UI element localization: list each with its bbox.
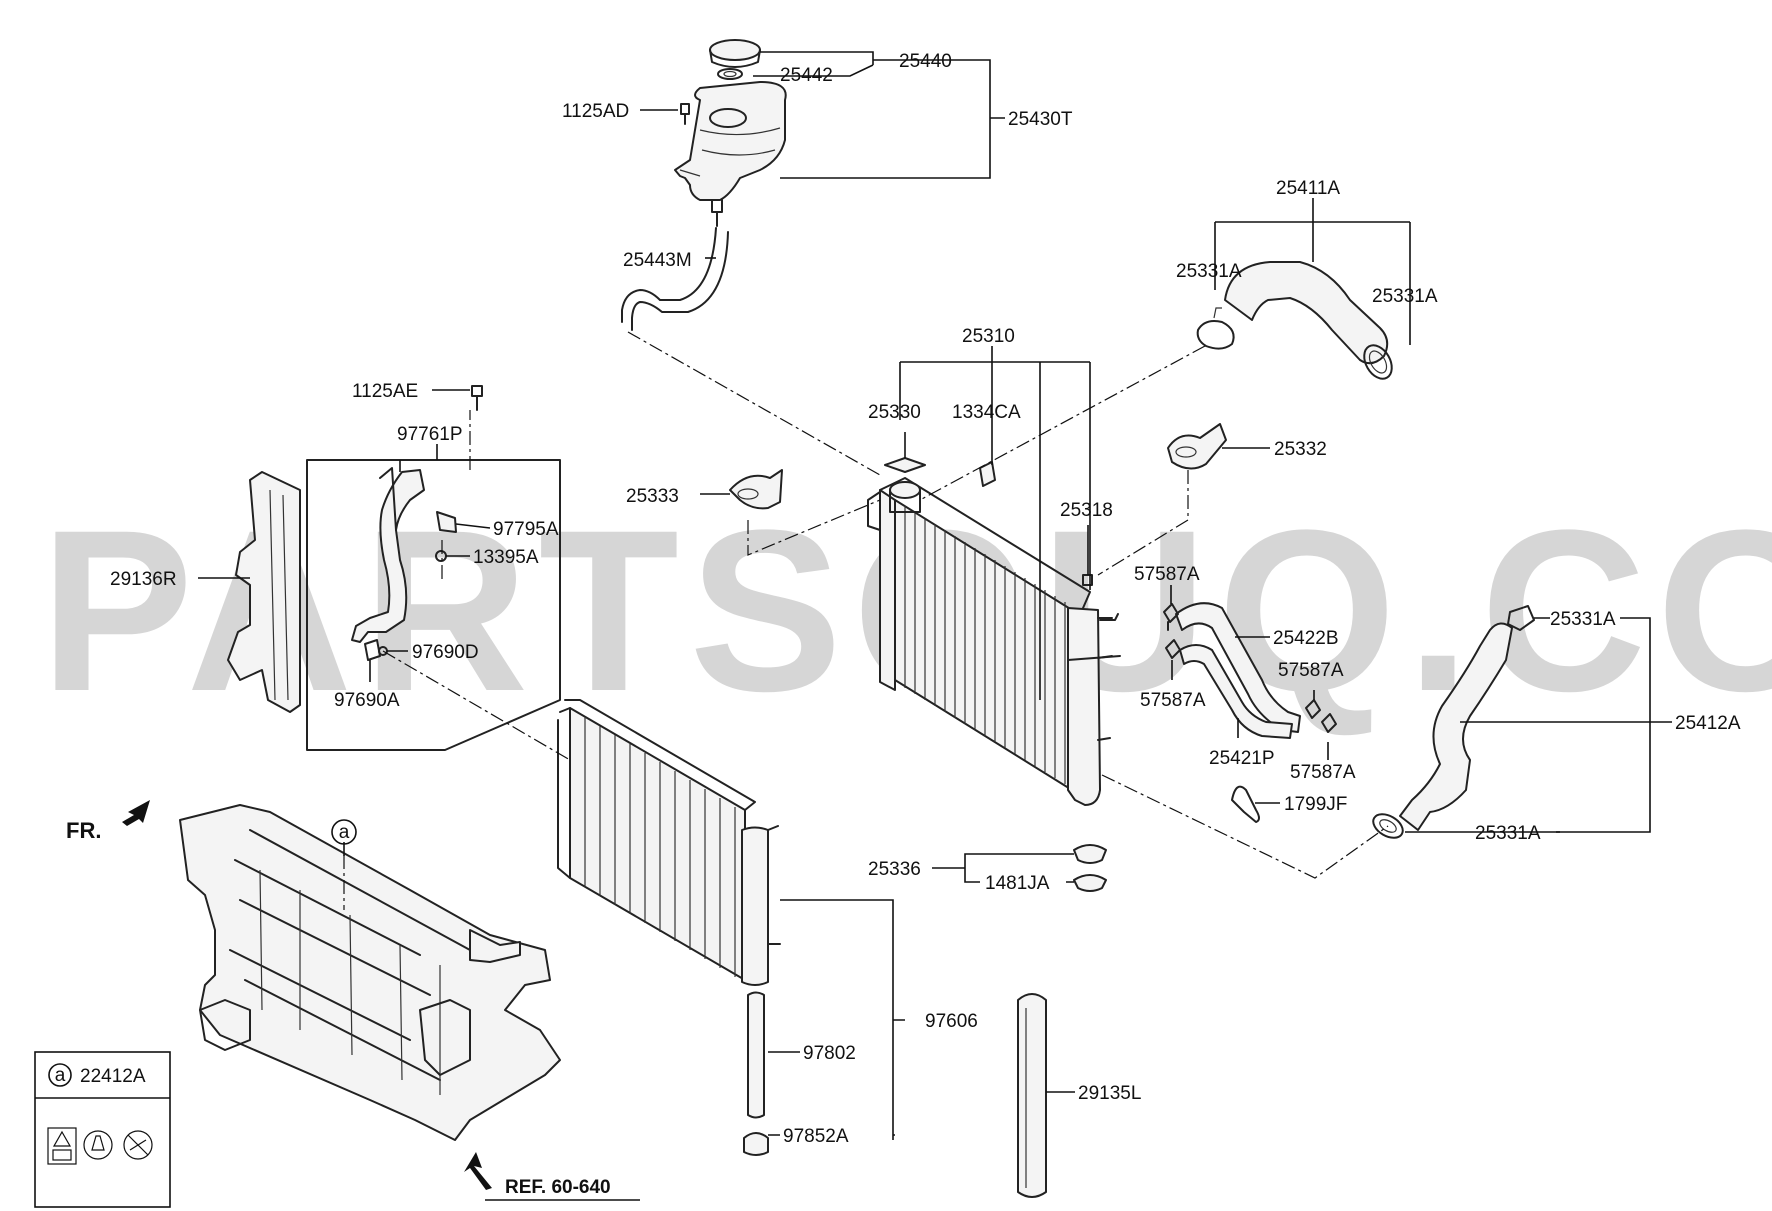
label-97852a: 97852A [783, 1126, 849, 1147]
radiator-filler-neck [889, 481, 921, 499]
label-25318: 25318 [1060, 500, 1113, 521]
label-25421p: 25421P [1209, 748, 1275, 769]
label-1334ca: 1334CA [952, 402, 1021, 423]
label-25443m: 25443M [623, 250, 692, 271]
reservoir-tank-group [621, 39, 787, 331]
radiator-left-tank [879, 489, 896, 691]
radiator-right-tank [1067, 607, 1101, 806]
label-29135l: 29135L [1078, 1083, 1141, 1104]
radiator-brackets [729, 423, 1227, 510]
label-97802: 97802 [803, 1043, 856, 1064]
label-25310: 25310 [962, 326, 1015, 347]
cap-seal [717, 68, 743, 80]
label-29136r: 29136R [110, 569, 177, 590]
oring-97690a [364, 639, 381, 661]
clip-1799jf [1231, 785, 1260, 823]
bracket-97795a [436, 511, 457, 533]
lower-bracket-1481ja [1073, 874, 1107, 892]
air-guard-29135l [1017, 993, 1047, 1198]
side-hoses [1163, 602, 1337, 823]
label-1481ja: 1481JA [985, 873, 1050, 894]
label-57587a-3: 57587A [1140, 690, 1206, 711]
label-25412a: 25412A [1675, 713, 1741, 734]
legend-part-number: 22412A [80, 1066, 146, 1087]
hose-clamp-lower-bottom [1372, 813, 1404, 839]
label-25336: 25336 [868, 859, 921, 880]
hose-clamp-upper-left [1196, 320, 1235, 350]
reference-callout: REF. 60-640 [464, 1152, 611, 1198]
label-97690d: 97690D [412, 642, 479, 663]
reference-arrow-icon [464, 1152, 492, 1190]
label-25333: 25333 [626, 486, 679, 507]
label-25422b: 25422B [1273, 628, 1339, 649]
radiator-assembly [867, 457, 1121, 892]
front-end-module-carrier [179, 804, 561, 1141]
assembly-dash-lines [343, 331, 1389, 910]
overflow-hose [621, 227, 729, 331]
label-97795a: 97795A [493, 519, 559, 540]
lower-radiator-hose [1399, 622, 1513, 831]
radiator-cap [884, 457, 926, 473]
reservoir-cap [709, 39, 761, 61]
label-25331a-upper-right: 25331A [1372, 286, 1438, 307]
label-97761p: 97761P [397, 424, 463, 445]
label-1125ae: 1125AE [352, 381, 418, 402]
callout-a: a [331, 819, 357, 845]
label-25332: 25332 [1274, 439, 1327, 460]
ac-pipe-callout-box [306, 459, 561, 751]
label-25430t: 25430T [1008, 109, 1073, 130]
reference-label: REF. 60-640 [505, 1177, 611, 1198]
label-97690a: 97690A [334, 690, 400, 711]
label-25442: 25442 [780, 65, 833, 86]
callout-a-text: a [339, 822, 350, 843]
air-guard-29136r [227, 471, 301, 713]
ac-pipe-group [306, 385, 561, 751]
condenser-core [569, 707, 746, 981]
label-57587a-1: 57587A [1134, 564, 1200, 585]
label-25331a-lower-top: 25331A [1550, 609, 1616, 630]
bolt-1125ad [680, 103, 690, 125]
hose-25421p [1179, 644, 1293, 739]
bolt-1125ae [471, 385, 483, 411]
part-number-labels: 25440 25442 1125AD 25430T 25411A 25331A … [110, 51, 1741, 1147]
hose-25422b [1175, 602, 1301, 733]
label-25411a: 25411A [1276, 178, 1340, 199]
label-25331a-upper-left: 25331A [1176, 261, 1242, 282]
reservoir-tank [674, 81, 787, 201]
label-25330: 25330 [868, 402, 921, 423]
lower-bracket-25336 [1073, 844, 1107, 864]
label-13395a: 13395A [473, 547, 539, 568]
ac-pipe-97761p [351, 469, 425, 643]
condenser-assembly [557, 699, 781, 1156]
upper-radiator-hose [1224, 261, 1389, 365]
plug-97852a [743, 1132, 769, 1156]
legend-marker: a [55, 1065, 66, 1086]
lower-hose-group [1372, 605, 1535, 839]
label-25440: 25440 [899, 51, 952, 72]
front-arrow-icon [122, 800, 150, 826]
front-label: FR. [66, 818, 101, 843]
legend-box: a 22412A [34, 1051, 171, 1208]
bracket-1334ca [979, 461, 996, 487]
front-direction-indicator: FR. [66, 800, 150, 843]
desiccant-97802 [747, 991, 765, 1119]
label-1125ad: 1125AD [562, 101, 629, 122]
leader-lines [198, 51, 1672, 1201]
receiver-drier [741, 826, 769, 986]
hose-clamp-upper-right [1363, 344, 1393, 380]
drain-plug [1082, 574, 1093, 586]
hose-clamp-lower-top [1507, 605, 1535, 631]
label-25331a-lower-bottom: 25331A [1475, 823, 1541, 844]
warning-label-icon [47, 1127, 153, 1165]
upper-hose-group [1196, 261, 1393, 380]
label-97606: 97606 [925, 1011, 978, 1032]
bracket-25332 [1167, 423, 1227, 470]
label-1799jf: 1799JF [1284, 794, 1347, 815]
label-57587a-4: 57587A [1290, 762, 1356, 783]
label-57587a-2: 57587A [1278, 660, 1344, 681]
